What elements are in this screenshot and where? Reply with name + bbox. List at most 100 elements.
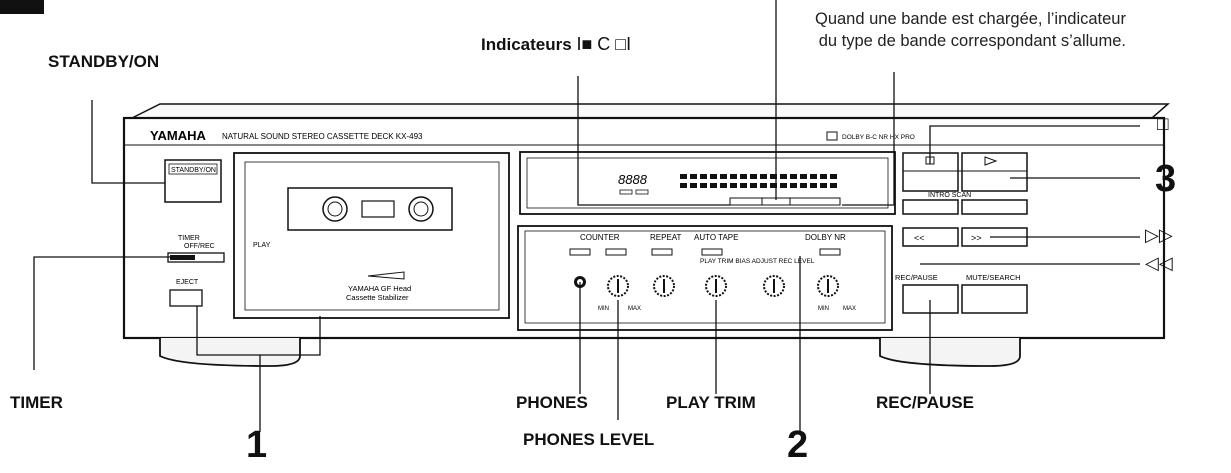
dolby-logo <box>826 131 838 141</box>
callout-rew-icon: ◁◁ <box>1145 253 1173 273</box>
meter-segment <box>810 183 817 188</box>
standby-button-face <box>168 163 218 175</box>
callout-num-2: 2 <box>787 424 809 466</box>
phones-level-max: MAX <box>628 306 641 312</box>
meter-segment <box>690 183 697 188</box>
meter-segment <box>800 174 807 179</box>
callout-timer: TIMER <box>10 393 63 412</box>
note-line-2: du type de bande correspondant s’allume. <box>818 32 1126 50</box>
mute-search-button[interactable] <box>961 284 1028 314</box>
meter-segment <box>710 174 717 179</box>
gf-head-label: YAMAHA GF Head <box>348 284 411 293</box>
callout-rec-pause: REC/PAUSE <box>876 393 974 412</box>
stabilizer-label: Cassette Stabilizer <box>346 293 409 302</box>
right-reel-hub <box>413 201 429 217</box>
standby-button-label: STANDBY/ON <box>171 167 216 174</box>
meter-segment <box>730 183 737 188</box>
rec-level-min: MIN <box>818 306 829 312</box>
repeat-button[interactable] <box>651 248 673 256</box>
control-panel-inner <box>524 230 886 324</box>
play-button-symbol <box>984 156 998 166</box>
callout-phones: PHONES <box>516 393 588 412</box>
meter-segment <box>720 174 727 179</box>
intro-scan-label: INTRO SCAN <box>928 192 971 199</box>
meter-segment <box>750 174 757 179</box>
counter-label: COUNTER <box>580 233 620 242</box>
leader-stop <box>929 125 1140 164</box>
auto-tape-button[interactable] <box>701 248 723 256</box>
gf-head-mark <box>367 271 405 280</box>
meter-segment <box>780 183 787 188</box>
play-trim-knob[interactable] <box>653 275 675 297</box>
intro-scan-rev-button[interactable] <box>902 199 959 215</box>
meter-segment <box>750 183 757 188</box>
leader-indicateurs <box>577 76 730 206</box>
dolby-nr-button[interactable] <box>819 248 841 256</box>
display-window <box>519 151 896 215</box>
repeat-label: REPEAT <box>650 233 682 242</box>
phones-level-knob[interactable] <box>607 275 629 297</box>
deck-top <box>131 103 1170 119</box>
meter-segment <box>790 183 797 188</box>
eject-button[interactable] <box>169 289 203 307</box>
meter-segment <box>720 183 727 188</box>
meter-segment <box>760 183 767 188</box>
leader-timer <box>33 256 190 370</box>
tape-counter-window <box>361 200 395 218</box>
bias-adjust-knob[interactable] <box>705 275 727 297</box>
rec-level-knob[interactable] <box>817 275 839 297</box>
meter-segment <box>820 174 827 179</box>
callout-ff-icon: ▷▷ <box>1145 225 1173 245</box>
meter-segment <box>740 183 747 188</box>
timer-switch-label: TIMER <box>178 235 200 242</box>
meter-segment <box>680 183 687 188</box>
meter-segment <box>700 174 707 179</box>
meter-segment <box>810 174 817 179</box>
meter-segment <box>680 174 687 179</box>
corner-tab <box>0 0 44 14</box>
meter-segment <box>700 183 707 188</box>
rec-level-max: MAX <box>843 306 856 312</box>
callout-phones-level: PHONES LEVEL <box>523 430 655 449</box>
intro-scan-fwd-button[interactable] <box>961 199 1028 215</box>
meter-segment <box>730 174 737 179</box>
counter-memory-button[interactable] <box>605 248 627 256</box>
fast-forward-button-symbol: >> <box>971 233 982 243</box>
dolby-nr-label: DOLBY NR <box>805 233 846 242</box>
model-line: NATURAL SOUND STEREO CASSETTE DECK KX-49… <box>222 132 423 141</box>
note-line-1: Quand une bande est chargée, l’indicateu… <box>815 10 1126 28</box>
meter-segment <box>760 174 767 179</box>
dolby-badge: DOLBY B-C NR HX PRO <box>842 134 915 141</box>
autotape-label: AUTO TAPE <box>694 233 738 242</box>
play-button[interactable] <box>961 152 1028 192</box>
leader-cassette <box>196 306 321 356</box>
rewind-button[interactable] <box>902 227 959 247</box>
callout-indicateurs: Indicateurs I■ C □I <box>481 34 631 55</box>
tape-type-icons: I■ C □I <box>576 34 632 54</box>
leader-lines <box>33 0 1140 432</box>
meter-segment <box>830 183 837 188</box>
rec-balance-knob[interactable] <box>763 275 785 297</box>
meter-segment <box>780 174 787 179</box>
cassette-door <box>233 152 510 319</box>
rewind-button-symbol: << <box>914 233 925 243</box>
level-meter <box>680 174 837 188</box>
tape-type-indicators <box>729 197 841 206</box>
timer-switch-sub: OFF/REC <box>184 243 215 250</box>
display-indicator <box>619 189 633 195</box>
callout-num-3: 3 <box>1155 158 1177 200</box>
display-indicator <box>635 189 649 195</box>
cassette-door-inner <box>244 161 500 311</box>
meter-segment <box>710 183 717 188</box>
counter-reset-button[interactable] <box>569 248 591 256</box>
play-label: PLAY <box>253 242 271 249</box>
rec-pause-button-label: REC/PAUSE <box>895 273 938 282</box>
leader-standby <box>91 100 165 184</box>
meter-segment <box>690 174 697 179</box>
right-foot <box>879 338 1021 367</box>
meter-segment <box>770 174 777 179</box>
knob-row <box>607 275 839 297</box>
callout-standby: STANDBY/ON <box>48 52 160 71</box>
tape-indicator-note: Quand une bande est chargée, l’indicateu… <box>815 8 1126 52</box>
